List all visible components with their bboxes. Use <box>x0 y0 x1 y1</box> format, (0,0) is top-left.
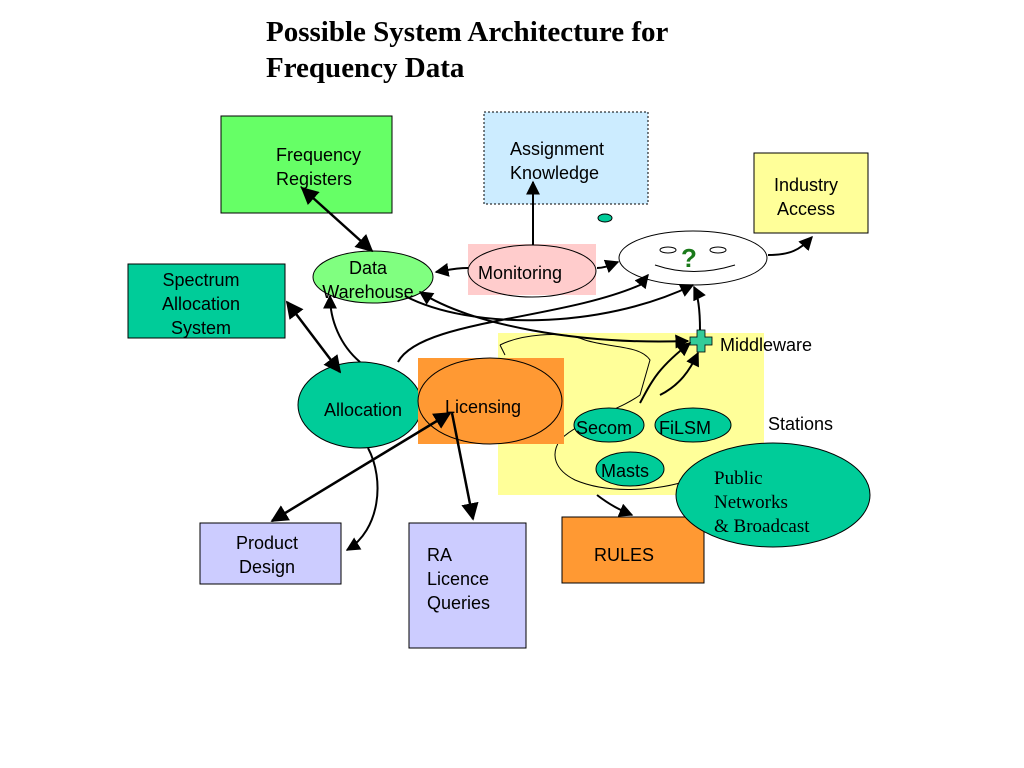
masts-ellipse[interactable] <box>595 451 665 487</box>
monitoring-box[interactable] <box>468 244 596 295</box>
product-design-label: Product Design <box>212 531 322 579</box>
assignment-knowledge-line-1: Assignment <box>510 139 605 159</box>
frequency-registers-line-1: Frequency <box>276 145 362 165</box>
face-left-eye-icon <box>659 246 677 254</box>
assignment-knowledge-box[interactable] <box>483 111 649 205</box>
public-networks-ellipse[interactable] <box>675 442 871 548</box>
secom-ellipse[interactable] <box>573 407 645 443</box>
ra-licence-queries-label: RA Licence Queries <box>427 543 490 615</box>
public-networks-line-2: Networks <box>714 492 788 513</box>
industry-access-line-1: Industry <box>773 175 839 195</box>
data-warehouse-label: Data Warehouse <box>313 256 423 304</box>
public-networks-label: Public Networks & Broadcast <box>714 467 810 539</box>
face-right-eye-icon <box>709 246 727 254</box>
licensing-ra-arrow <box>450 412 479 521</box>
thought-bubble-icon <box>597 213 613 223</box>
spectrum-allocation-box[interactable] <box>127 263 286 339</box>
warehouse-middleware-arrow <box>418 291 690 349</box>
licensing-ellipse <box>417 357 563 445</box>
face-mouth-icon <box>654 264 736 272</box>
assignment-knowledge-line-2: Knowledge <box>510 163 600 183</box>
masts-label: Masts <box>601 461 650 481</box>
product-design-line-2: Design <box>238 557 296 577</box>
secom-label: Secom <box>576 418 633 438</box>
spectrum-allocation-line-2: Allocation <box>161 294 241 314</box>
frequency-registers-line-2: Registers <box>276 169 353 189</box>
rules-label: RULES <box>594 545 655 565</box>
stations-middleware-arrow-2 <box>659 351 699 396</box>
product-design-box[interactable] <box>199 522 342 585</box>
middleware-face-arrow <box>693 285 706 331</box>
industry-access-box[interactable] <box>753 152 869 234</box>
filsm-ellipse[interactable] <box>654 407 732 443</box>
filsm-label: FiLSM <box>659 418 712 438</box>
ra-licence-queries-line-1: RA <box>427 545 453 565</box>
question-mark-label: ? <box>681 243 697 273</box>
allocation-warehouse-arrow <box>323 294 361 363</box>
industry-access-label: Industry Access <box>756 173 856 221</box>
ra-licence-queries-box[interactable] <box>408 522 527 649</box>
spectrum-allocation-line-1: Spectrum <box>162 270 240 290</box>
spectrum-allocation-line-3: System <box>170 318 231 338</box>
page-title: Possible System Architecture for Frequen… <box>266 14 668 86</box>
title-line-2: Frequency Data <box>266 52 465 84</box>
ra-licence-queries-line-3: Queries <box>427 593 491 613</box>
monitoring-warehouse-arrow <box>434 263 469 277</box>
stations-middleware-arrow <box>639 342 692 404</box>
middleware-label: Middleware <box>720 335 813 355</box>
rules-box[interactable] <box>561 516 705 584</box>
monitoring-face-arrow <box>596 259 620 273</box>
frequency-registers-label: Frequency Registers <box>276 143 361 191</box>
public-networks-line-1: Public <box>714 468 763 489</box>
registers-warehouse-arrow <box>300 186 374 253</box>
assignment-knowledge-label: Assignment Knowledge <box>510 137 604 185</box>
licensing-label: Licensing <box>445 397 522 417</box>
warehouse-face-arrow <box>404 284 695 322</box>
face-industry-arrow <box>767 235 813 256</box>
stations-label: Stations <box>768 414 834 434</box>
public-networks-line-3: & Broadcast <box>714 516 810 537</box>
data-warehouse-line-2: Warehouse <box>322 282 414 302</box>
data-warehouse-line-1: Data <box>348 258 388 278</box>
licensing-product-arrow <box>270 411 452 523</box>
industry-access-line-2: Access <box>776 199 836 219</box>
stations-rules-arrow <box>596 494 634 517</box>
allocation-product-arrow <box>345 447 379 551</box>
allocation-label: Allocation <box>324 400 403 420</box>
spectrum-allocation-arrow <box>285 300 342 374</box>
monitoring-label: Monitoring <box>478 263 563 283</box>
spectrum-allocation-label: Spectrum Allocation System <box>128 268 274 340</box>
ra-licence-queries-line-2: Licence <box>427 569 490 589</box>
title-line-1: Possible System Architecture for <box>266 16 669 48</box>
product-design-line-1: Product <box>235 533 299 553</box>
